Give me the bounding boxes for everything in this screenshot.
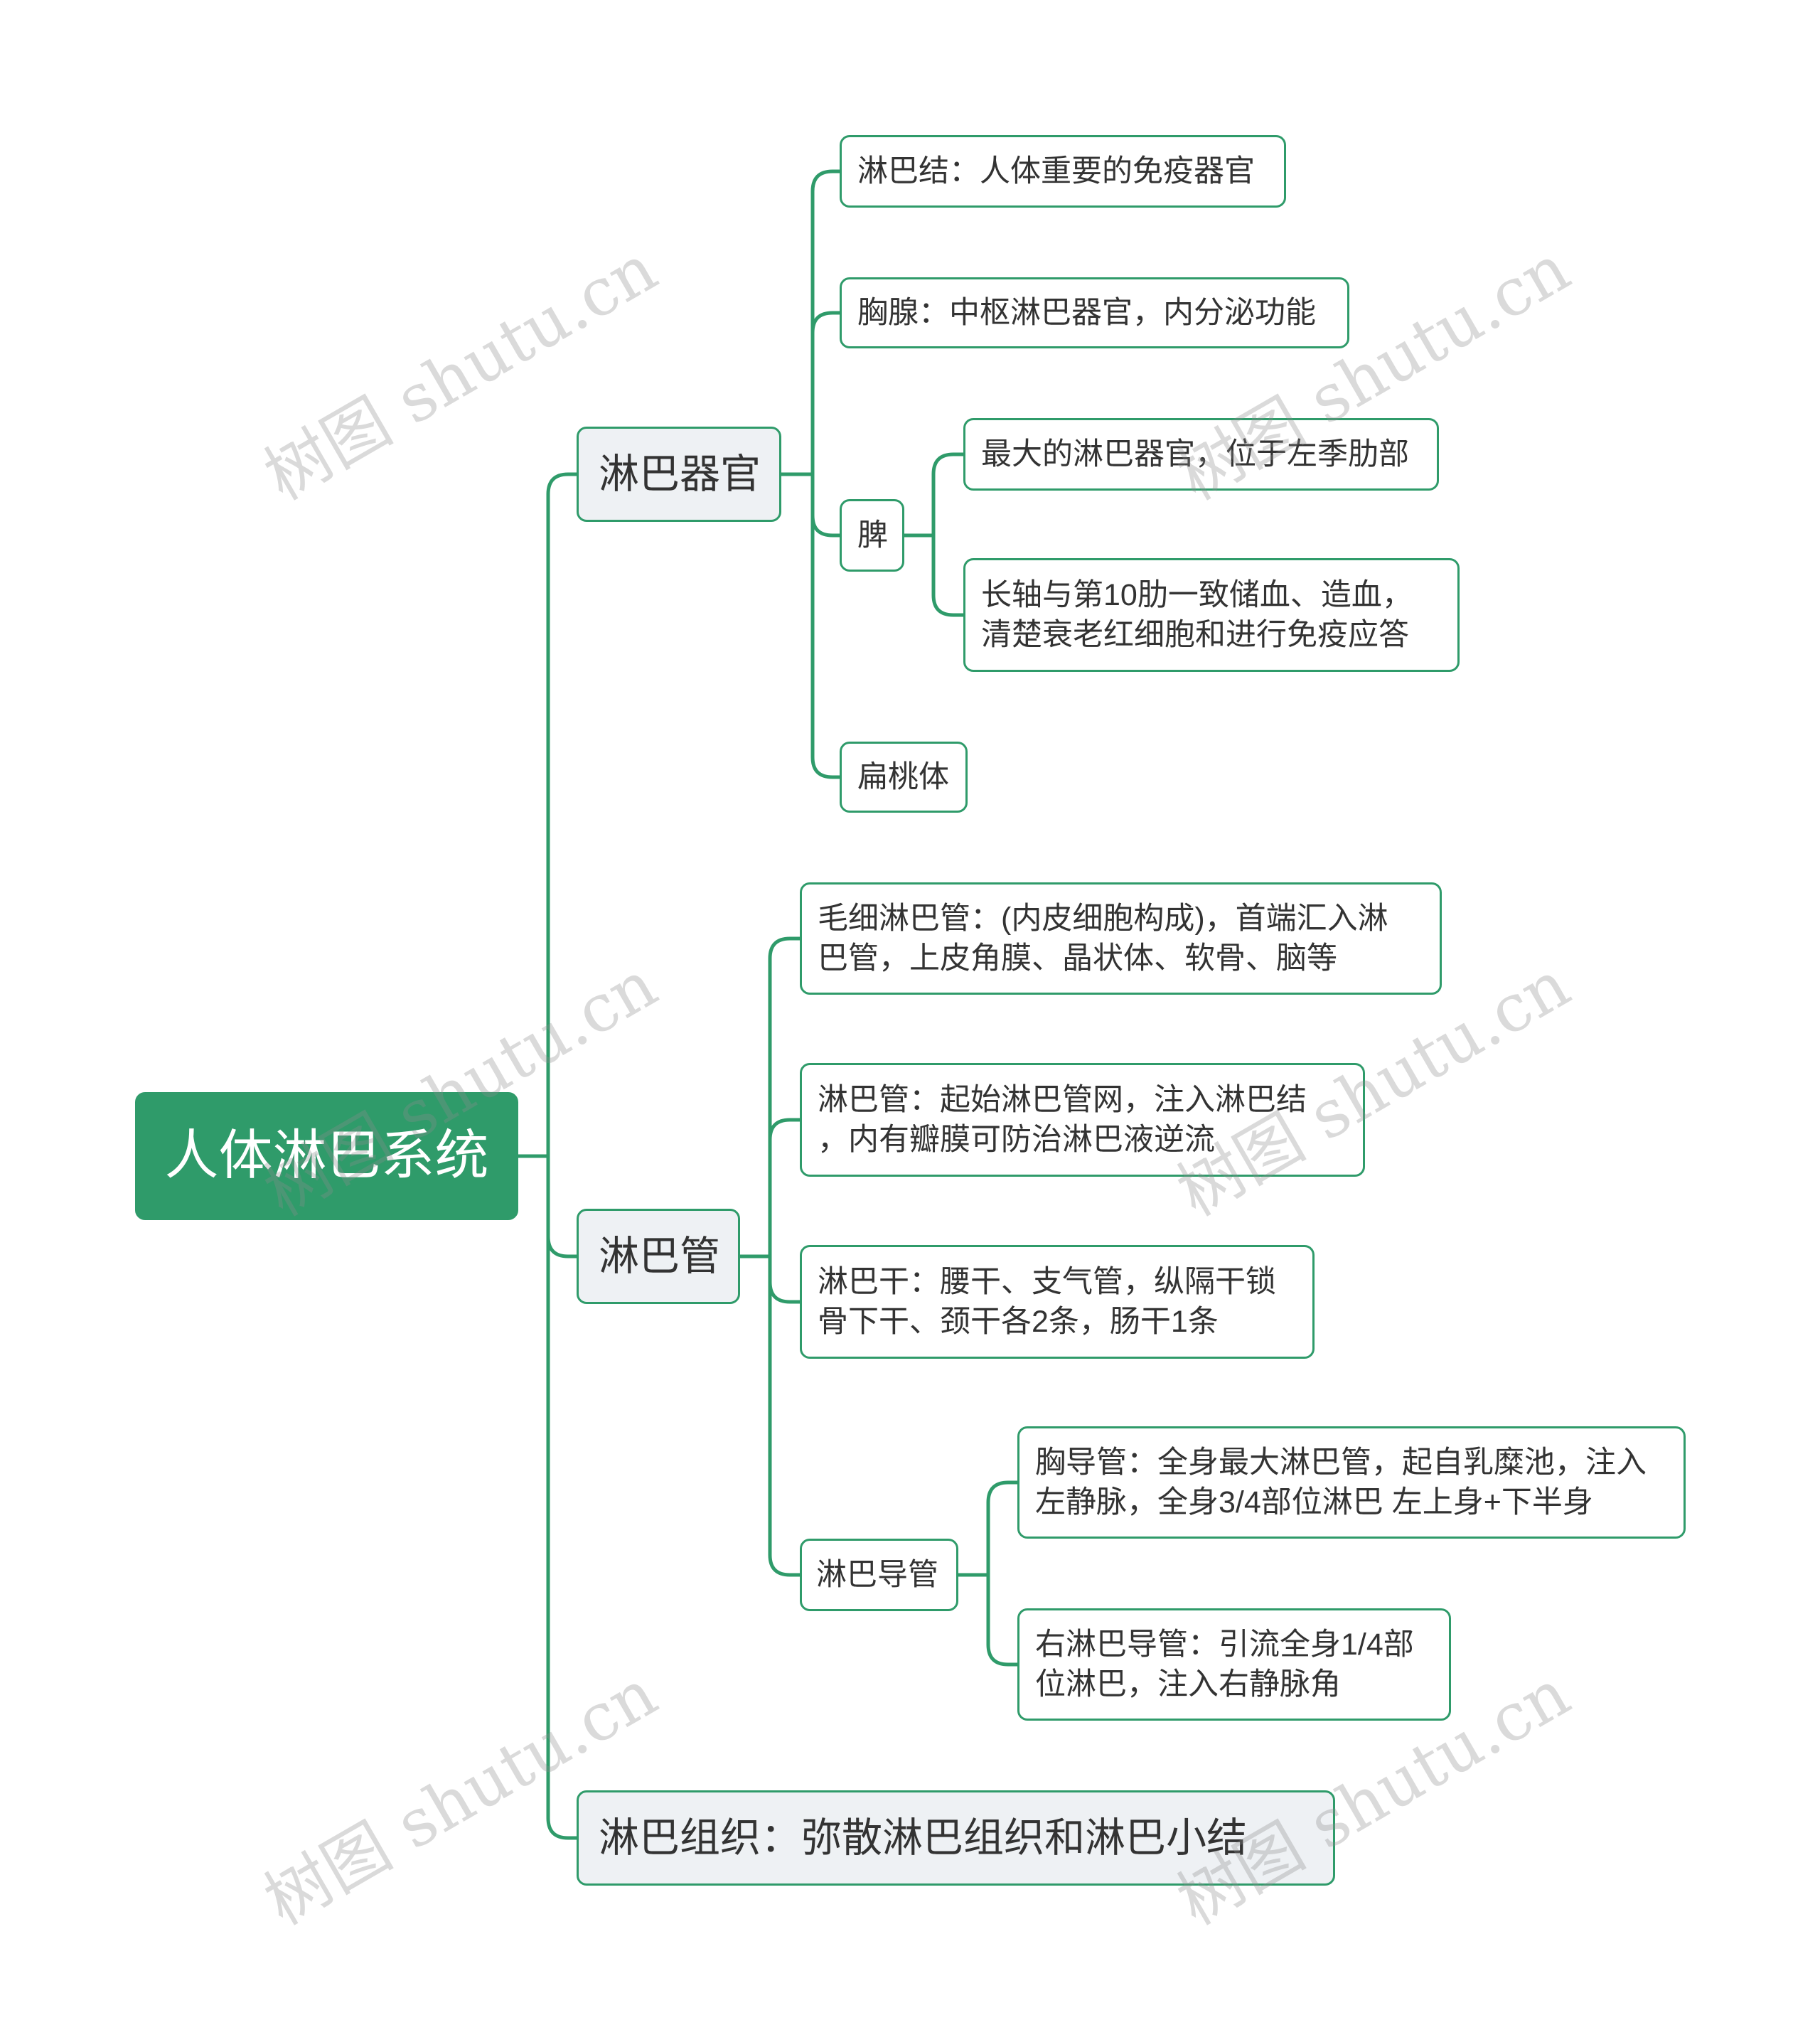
node-spleen-detail-1: 最大的淋巴器官，位于左季肋部 bbox=[963, 418, 1439, 491]
connector-organs-lymph-node bbox=[779, 169, 842, 476]
node-text-line-2: 位淋巴，注入右静脉角 bbox=[1035, 1667, 1341, 1701]
node-thoracic-duct: 胸导管：全身最大淋巴管，起自乳糜池，注入 左静脉，全身3/4部位淋巴 左上身+下… bbox=[1017, 1426, 1686, 1539]
connector-organs-spleen bbox=[779, 472, 842, 538]
node-text-line-2: 骨下干、颈干各2条，肠干1条 bbox=[818, 1305, 1219, 1339]
node-lymph-organs: 淋巴器官 bbox=[577, 427, 781, 522]
connector-ducts-right bbox=[956, 1573, 1019, 1667]
connector-ducts-thoracic bbox=[956, 1480, 1019, 1577]
root-node-label: 人体淋巴系统 bbox=[164, 1126, 489, 1186]
node-text: 淋巴导管 bbox=[816, 1558, 938, 1592]
node-label: 淋巴器官 bbox=[599, 451, 761, 497]
node-spleen: 脾 bbox=[840, 499, 904, 572]
node-text-line-1: 淋巴干：腰干、支气管，纵隔干锁 bbox=[818, 1265, 1276, 1299]
node-thymus: 胸腺：中枢淋巴器官，内分泌功能 bbox=[840, 277, 1349, 348]
node-text: 胸腺：中枢淋巴器官，内分泌功能 bbox=[857, 296, 1316, 330]
node-label: 淋巴组织：弥散淋巴组织和淋巴小结 bbox=[599, 1815, 1247, 1861]
connector-organs-thymus bbox=[779, 311, 842, 476]
node-label: 淋巴管 bbox=[599, 1234, 720, 1279]
node-text: 脾 bbox=[857, 518, 888, 552]
connector-organs-tonsil bbox=[779, 472, 842, 779]
connector-root-organs bbox=[516, 472, 579, 1158]
node-lymph-tissue: 淋巴组织：弥散淋巴组织和淋巴小结 bbox=[577, 1790, 1335, 1886]
node-text-line-1: 毛细淋巴管：(内皮细胞构成)，首端汇入淋 bbox=[818, 902, 1388, 936]
node-spleen-detail-2: 长轴与第10肋一致储血、造血， 清楚衰老红细胞和进行免疫应答 bbox=[963, 558, 1460, 672]
connector-root-tissue bbox=[516, 1154, 579, 1840]
node-tonsil: 扁桃体 bbox=[840, 742, 968, 813]
connector-vessels-vessel bbox=[738, 1118, 802, 1259]
node-text: 最大的淋巴器官，位于左季肋部 bbox=[981, 437, 1409, 471]
node-text-line-2: 清楚衰老红细胞和进行免疫应答 bbox=[981, 618, 1409, 652]
node-text: 淋巴结：人体重要的免疫器官 bbox=[857, 154, 1255, 188]
node-text-line-1: 长轴与第10肋一致储血、造血， bbox=[981, 578, 1413, 612]
node-text-line-2: 巴管，上皮角膜、晶状体、软骨、脑等 bbox=[818, 941, 1337, 976]
connector-spleen-detail-1 bbox=[902, 452, 965, 538]
node-lymph-node: 淋巴结：人体重要的免疫器官 bbox=[840, 135, 1286, 208]
connector-spleen-detail-2 bbox=[902, 533, 965, 617]
node-text-line-1: 胸导管：全身最大淋巴管，起自乳糜池，注入 bbox=[1035, 1445, 1647, 1480]
node-trunk: 淋巴干：腰干、支气管，纵隔干锁 骨下干、颈干各2条，肠干1条 bbox=[800, 1245, 1315, 1359]
connector-vessels-ducts bbox=[738, 1254, 802, 1577]
node-text: 扁桃体 bbox=[857, 760, 949, 794]
root-node: 人体淋巴系统 bbox=[135, 1092, 518, 1220]
node-vessel: 淋巴管：起始淋巴管网，注入淋巴结 ，内有瓣膜可防治淋巴液逆流 bbox=[800, 1063, 1365, 1177]
node-capillary: 毛细淋巴管：(内皮细胞构成)，首端汇入淋 巴管，上皮角膜、晶状体、软骨、脑等 bbox=[800, 882, 1442, 995]
node-text-line-1: 右淋巴导管：引流全身1/4部 bbox=[1035, 1628, 1414, 1662]
node-text-line-1: 淋巴管：起始淋巴管网，注入淋巴结 bbox=[818, 1083, 1307, 1117]
connector-vessels-capillary bbox=[738, 936, 802, 1259]
node-ducts: 淋巴导管 bbox=[800, 1539, 958, 1611]
node-text-line-2: 左静脉，全身3/4部位淋巴 左上身+下半身 bbox=[1035, 1485, 1593, 1519]
node-text-line-2: ，内有瓣膜可防治淋巴液逆流 bbox=[818, 1123, 1215, 1157]
node-lymph-vessels: 淋巴管 bbox=[577, 1209, 740, 1304]
node-right-lymph-duct: 右淋巴导管：引流全身1/4部 位淋巴，注入右静脉角 bbox=[1017, 1608, 1451, 1721]
